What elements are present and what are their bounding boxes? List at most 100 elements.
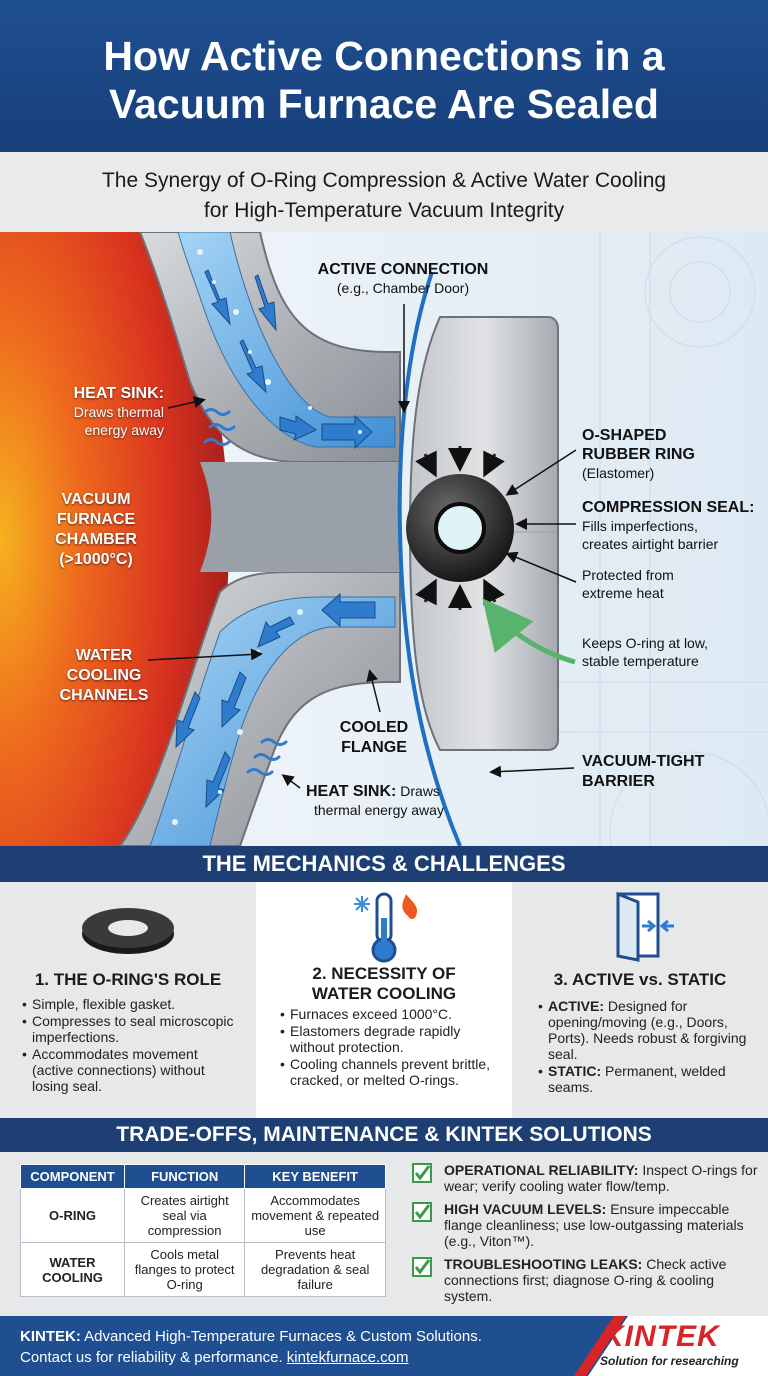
door-icon	[616, 891, 674, 962]
o-ring-label: O-SHAPED RUBBER RING (Elastomer)	[582, 426, 762, 482]
heat-sink-bottom-label: HEAT SINK: Draws thermal energy away	[306, 782, 506, 819]
table-row: O-RING Creates airtight seal via compres…	[20, 1188, 386, 1243]
compression-line-2: creates airtight barrier	[582, 536, 719, 552]
card-2-title-line-2: WATER COOLING	[311, 984, 457, 1003]
checkbox-icon	[412, 1257, 432, 1277]
cooled-flange-label: COOLED FLANGE	[322, 718, 426, 758]
water-line-3: CHANNELS	[59, 687, 149, 704]
keeps-line-2: stable temperature	[582, 653, 699, 669]
title-line-1: How Active Connections in a	[103, 33, 665, 79]
static-desc: Permanent, welded seams.	[548, 1063, 726, 1095]
mechanics-cards: 1. THE O-RING'S ROLE Simple, flexible ga…	[0, 882, 768, 1118]
card-1-bullet: Accommodates movement (active connection…	[22, 1046, 242, 1094]
vacuum-barrier-label: VACUUM-TIGHT BARRIER	[582, 752, 762, 792]
website-link[interactable]: kintekfurnace.com	[286, 1349, 409, 1366]
barrier-line-2: BARRIER	[582, 773, 655, 790]
o-ring-line-3: (Elastomer)	[582, 465, 655, 481]
kintek-logo: KINTEK Solution for researching	[518, 1316, 768, 1376]
subtitle-line-2: for High-Temperature Vacuum Integrity	[203, 199, 565, 222]
check-item: TROUBLESHOOTING LEAKS: Check active conn…	[412, 1256, 758, 1304]
footer-line-1: Advanced High-Temperature Furnaces & Cus…	[80, 1328, 482, 1345]
table-cell: Prevents heat degradation & seal failure	[244, 1242, 386, 1297]
thermometer-icon	[354, 892, 418, 963]
card-1-title-text: 1. THE O-RING'S ROLE	[34, 970, 222, 989]
card-3-title: 3. ACTIVE vs. STATIC	[512, 970, 768, 990]
card-2-bullets: Furnaces exceed 1000°C. Elastomers degra…	[280, 1006, 496, 1089]
card-active-vs-static: 3. ACTIVE vs. STATIC ACTIVE: Designed fo…	[512, 882, 768, 1118]
logo-background	[574, 1316, 768, 1376]
check-title: TROUBLESHOOTING LEAKS:	[444, 1256, 643, 1272]
cooled-line-2: FLANGE	[341, 739, 407, 756]
heat-sink-bottom-rest: Draws	[400, 783, 440, 799]
table-cell: O-RING	[20, 1188, 125, 1243]
heat-sink-top-title: HEAT SINK:	[73, 385, 164, 402]
footer: KINTEK: Advanced High-Temperature Furnac…	[0, 1316, 768, 1376]
active-connection-label: ACTIVE CONNECTION (e.g., Chamber Door)	[300, 260, 506, 297]
checkbox-icon	[412, 1202, 432, 1222]
checkbox-icon	[412, 1163, 432, 1183]
card-2-title: 2. NECESSITY OF WATER COOLING	[256, 964, 512, 1004]
water-channels-label: WATER COOLING CHANNELS	[36, 646, 172, 706]
card-2-bullet: Cooling channels prevent brittle, cracke…	[280, 1056, 496, 1088]
table-cell: Accommodates movement & repeated use	[244, 1188, 386, 1243]
snowflake-icon	[354, 896, 370, 912]
card-2-bullet: Elastomers degrade rapidly without prote…	[280, 1023, 496, 1055]
water-line-1: WATER	[75, 647, 133, 664]
card-3-title-text: 3. ACTIVE vs. STATIC	[553, 970, 727, 989]
footer-text: KINTEK: Advanced High-Temperature Furnac…	[20, 1326, 482, 1368]
subtitle-banner: The Synergy of O-Ring Compression & Acti…	[0, 152, 768, 232]
check-title: HIGH VACUUM LEVELS:	[444, 1201, 607, 1217]
card-3-bullet: STATIC: Permanent, welded seams.	[538, 1063, 762, 1095]
card-water-cooling: 2. NECESSITY OF WATER COOLING Furnaces e…	[256, 882, 512, 1118]
barrier-line-1: VACUUM-TIGHT	[582, 753, 705, 770]
subtitle: The Synergy of O-Ring Compression & Acti…	[0, 152, 768, 226]
title-banner: How Active Connections in a Vacuum Furna…	[0, 0, 768, 152]
card-2-title-line-1: 2. NECESSITY OF	[312, 964, 456, 983]
compression-seal-label: COMPRESSION SEAL: Fills imperfections, c…	[582, 498, 762, 553]
check-text: Ensure impeccable flange cleanliness; us…	[444, 1201, 744, 1249]
footer-line-2: Contact us for reliability & performance…	[20, 1349, 287, 1366]
protected-label: Protected from extreme heat	[582, 566, 762, 602]
card-2-bullet: Furnaces exceed 1000°C.	[280, 1006, 496, 1022]
chamber-line-2: FURNACE	[56, 511, 136, 528]
keeps-cool-label: Keeps O-ring at low, stable temperature	[582, 634, 762, 670]
table-cell: Cools metal flanges to protect O-ring	[123, 1242, 246, 1297]
chamber-label: VACUUM FURNACE CHAMBER (>1000°C)	[28, 490, 164, 570]
table-header: FUNCTION	[123, 1164, 246, 1189]
check-text: Inspect O-rings for wear; verify cooling…	[444, 1162, 758, 1194]
mechanics-section-title: THE MECHANICS & CHALLENGES	[0, 846, 768, 882]
check-item: HIGH VACUUM LEVELS: Ensure impeccable fl…	[412, 1201, 758, 1249]
card-o-ring-role: 1. THE O-RING'S ROLE Simple, flexible ga…	[0, 882, 256, 1118]
check-text: Check active connections first; diagnose…	[444, 1256, 727, 1304]
active-desc: Designed for opening/moving (e.g., Doors…	[548, 998, 747, 1062]
chamber-line-4: (>1000°C)	[59, 551, 133, 568]
heat-sink-bottom-title: HEAT SINK:	[306, 783, 397, 800]
seal-diagram: ACTIVE CONNECTION (e.g., Chamber Door) H…	[0, 232, 768, 846]
chamber-line-1: VACUUM	[61, 491, 131, 508]
tradeoffs-panel: COMPONENT FUNCTION KEY BENEFIT O-RING Cr…	[0, 1152, 768, 1316]
card-1-bullet: Simple, flexible gasket.	[22, 996, 242, 1012]
flame-icon	[402, 894, 418, 919]
heat-sink-top-label: HEAT SINK: Draws thermal energy away	[24, 384, 164, 439]
table-row: WATER COOLING Cools metal flanges to pro…	[20, 1242, 386, 1297]
table-header: COMPONENT	[20, 1164, 125, 1189]
card-1-title: 1. THE O-RING'S ROLE	[0, 970, 256, 990]
heat-sink-top-line-1: Draws thermal	[73, 404, 164, 420]
table-header: KEY BENEFIT	[244, 1164, 386, 1189]
cooled-line-1: COOLED	[339, 719, 409, 736]
water-line-2: COOLING	[66, 667, 142, 684]
table-cell: Creates airtight seal via compression	[123, 1188, 246, 1243]
card-3-bullet: ACTIVE: Designed for opening/moving (e.g…	[538, 998, 762, 1062]
check-item: OPERATIONAL RELIABILITY: Inspect O-rings…	[412, 1162, 758, 1194]
chamber-line-3: CHAMBER	[55, 531, 137, 548]
component-table: COMPONENT FUNCTION KEY BENEFIT O-RING Cr…	[20, 1164, 386, 1297]
static-term: STATIC:	[548, 1063, 602, 1079]
o-ring-line-1: O-SHAPED	[582, 427, 667, 444]
diagram-illustration	[0, 232, 768, 846]
heat-sink-top-line-2: energy away	[84, 422, 164, 438]
title-line-2: Vacuum Furnace Are Sealed	[109, 81, 659, 127]
heat-sink-bottom-line-2: thermal energy away	[314, 802, 444, 818]
card-3-bullets: ACTIVE: Designed for opening/moving (e.g…	[538, 998, 762, 1096]
page-title: How Active Connections in a Vacuum Furna…	[0, 0, 768, 128]
active-connection-title: ACTIVE CONNECTION	[317, 261, 489, 278]
